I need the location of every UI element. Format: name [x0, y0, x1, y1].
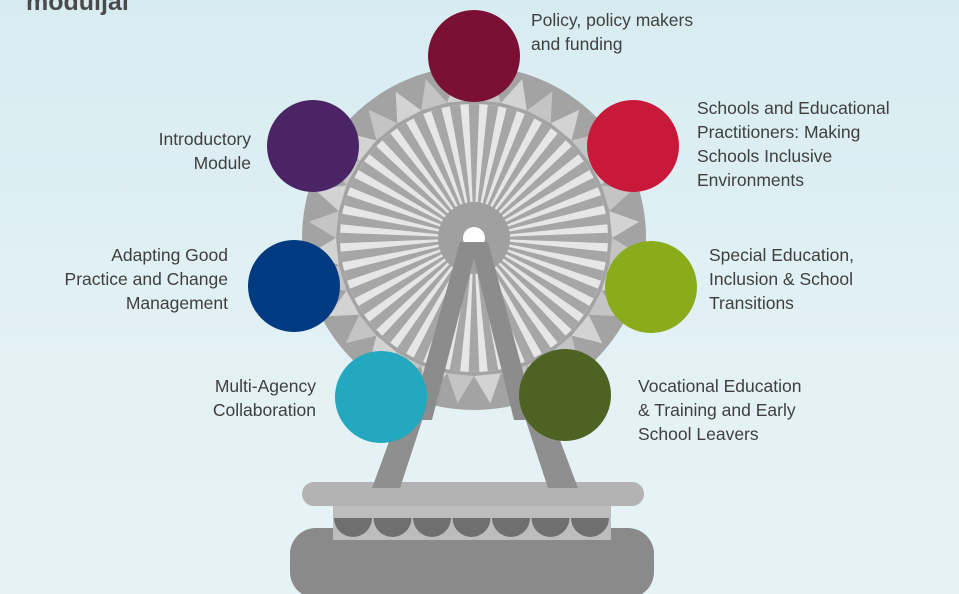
- wheel: [302, 66, 646, 410]
- base-scallop: [413, 518, 451, 537]
- wheel-spoke: [474, 232, 608, 244]
- base-scallop: [452, 518, 491, 537]
- module-circle-adapting[interactable]: [248, 240, 340, 332]
- base-scallop: [531, 518, 570, 537]
- module-label-adapting: Adapting Good Practice and Change Manage…: [64, 245, 228, 313]
- wheel-spoke: [468, 238, 480, 372]
- rim-triangle: [395, 91, 422, 124]
- module-circle-special-ed[interactable]: [605, 241, 697, 333]
- module-label-schools: Schools and Educational Practitioners: M…: [697, 98, 890, 190]
- rim-triangle: [526, 91, 553, 124]
- module-label-policy: Policy, policy makers and funding: [531, 10, 694, 54]
- rim-triangle: [308, 211, 339, 238]
- front-right-leg: [470, 242, 536, 420]
- wheel-front-legs: [410, 242, 536, 420]
- wheel-spoke: [340, 232, 474, 244]
- module-label-multi-agency: Multi-Agency Collaboration: [212, 376, 316, 420]
- module-label-introductory: Introductory Module: [158, 129, 251, 173]
- rim-triangle: [421, 79, 448, 111]
- rim-triangle: [500, 79, 527, 111]
- module-label-vocational: Vocational Education & Training and Earl…: [638, 376, 802, 444]
- rim-triangle: [447, 373, 474, 404]
- base-scallop: [334, 518, 372, 537]
- rim-triangle: [550, 109, 580, 141]
- rim-triangle: [368, 109, 398, 141]
- module-circle-introductory[interactable]: [267, 100, 359, 192]
- module-label-special-ed: Special Education, Inclusion & School Tr…: [709, 245, 854, 313]
- module-circle-vocational[interactable]: [519, 349, 611, 441]
- module-circle-schools[interactable]: [587, 100, 679, 192]
- module-circle-multi-agency[interactable]: [335, 351, 427, 443]
- rim-triangle: [571, 314, 603, 344]
- diagram-title: moduljai: [26, 0, 129, 16]
- rim-triangle: [601, 185, 633, 212]
- base-scallop: [373, 518, 412, 537]
- rim-triangle: [345, 314, 377, 344]
- wheel-spoke: [468, 104, 480, 238]
- rim-triangle: [474, 373, 501, 404]
- base-scallop: [571, 518, 609, 537]
- front-left-leg: [410, 242, 478, 420]
- rim-triangle: [609, 211, 640, 238]
- base-scallop: [492, 518, 530, 537]
- rim-triangle: [315, 185, 347, 212]
- rim-triangle: [327, 290, 360, 317]
- wheel-base: [290, 482, 654, 594]
- module-circle-policy[interactable]: [428, 10, 520, 102]
